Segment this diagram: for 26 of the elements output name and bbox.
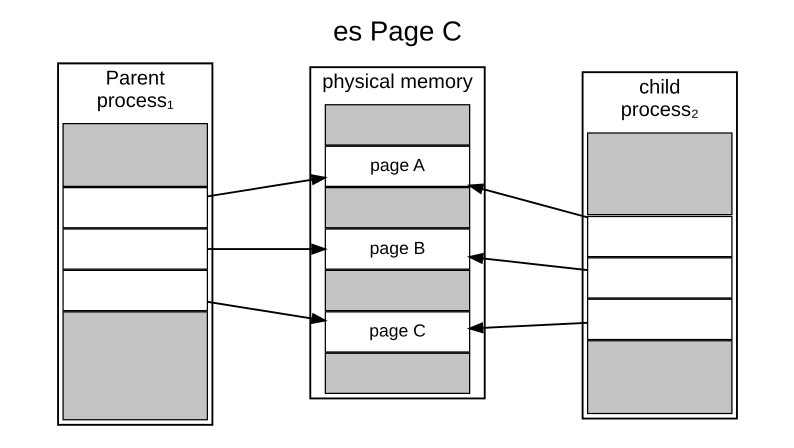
node-box <box>62 311 208 420</box>
node-box <box>324 186 470 228</box>
node-box <box>324 270 470 312</box>
arrow <box>206 243 328 255</box>
node-box <box>586 298 732 340</box>
node-box: page B <box>324 228 470 270</box>
node-box: page A <box>324 146 470 187</box>
node-box <box>62 122 208 187</box>
node-box <box>586 216 732 258</box>
arrow <box>466 322 587 334</box>
node-box <box>324 352 470 394</box>
cluster: child process₂ <box>581 71 738 420</box>
node-box <box>586 257 732 299</box>
node-box <box>62 228 208 270</box>
node-box <box>324 104 470 146</box>
node-box <box>62 270 208 312</box>
node-box <box>586 340 732 414</box>
node-box <box>62 186 208 228</box>
arrow <box>466 183 587 218</box>
cluster: Parent process₁ <box>56 62 213 426</box>
arrow <box>206 300 328 324</box>
node-box: page C <box>324 311 470 353</box>
node-box <box>586 132 732 216</box>
diagram-title: es Page C <box>332 15 462 46</box>
arrow <box>206 174 328 198</box>
arrow <box>466 252 587 271</box>
